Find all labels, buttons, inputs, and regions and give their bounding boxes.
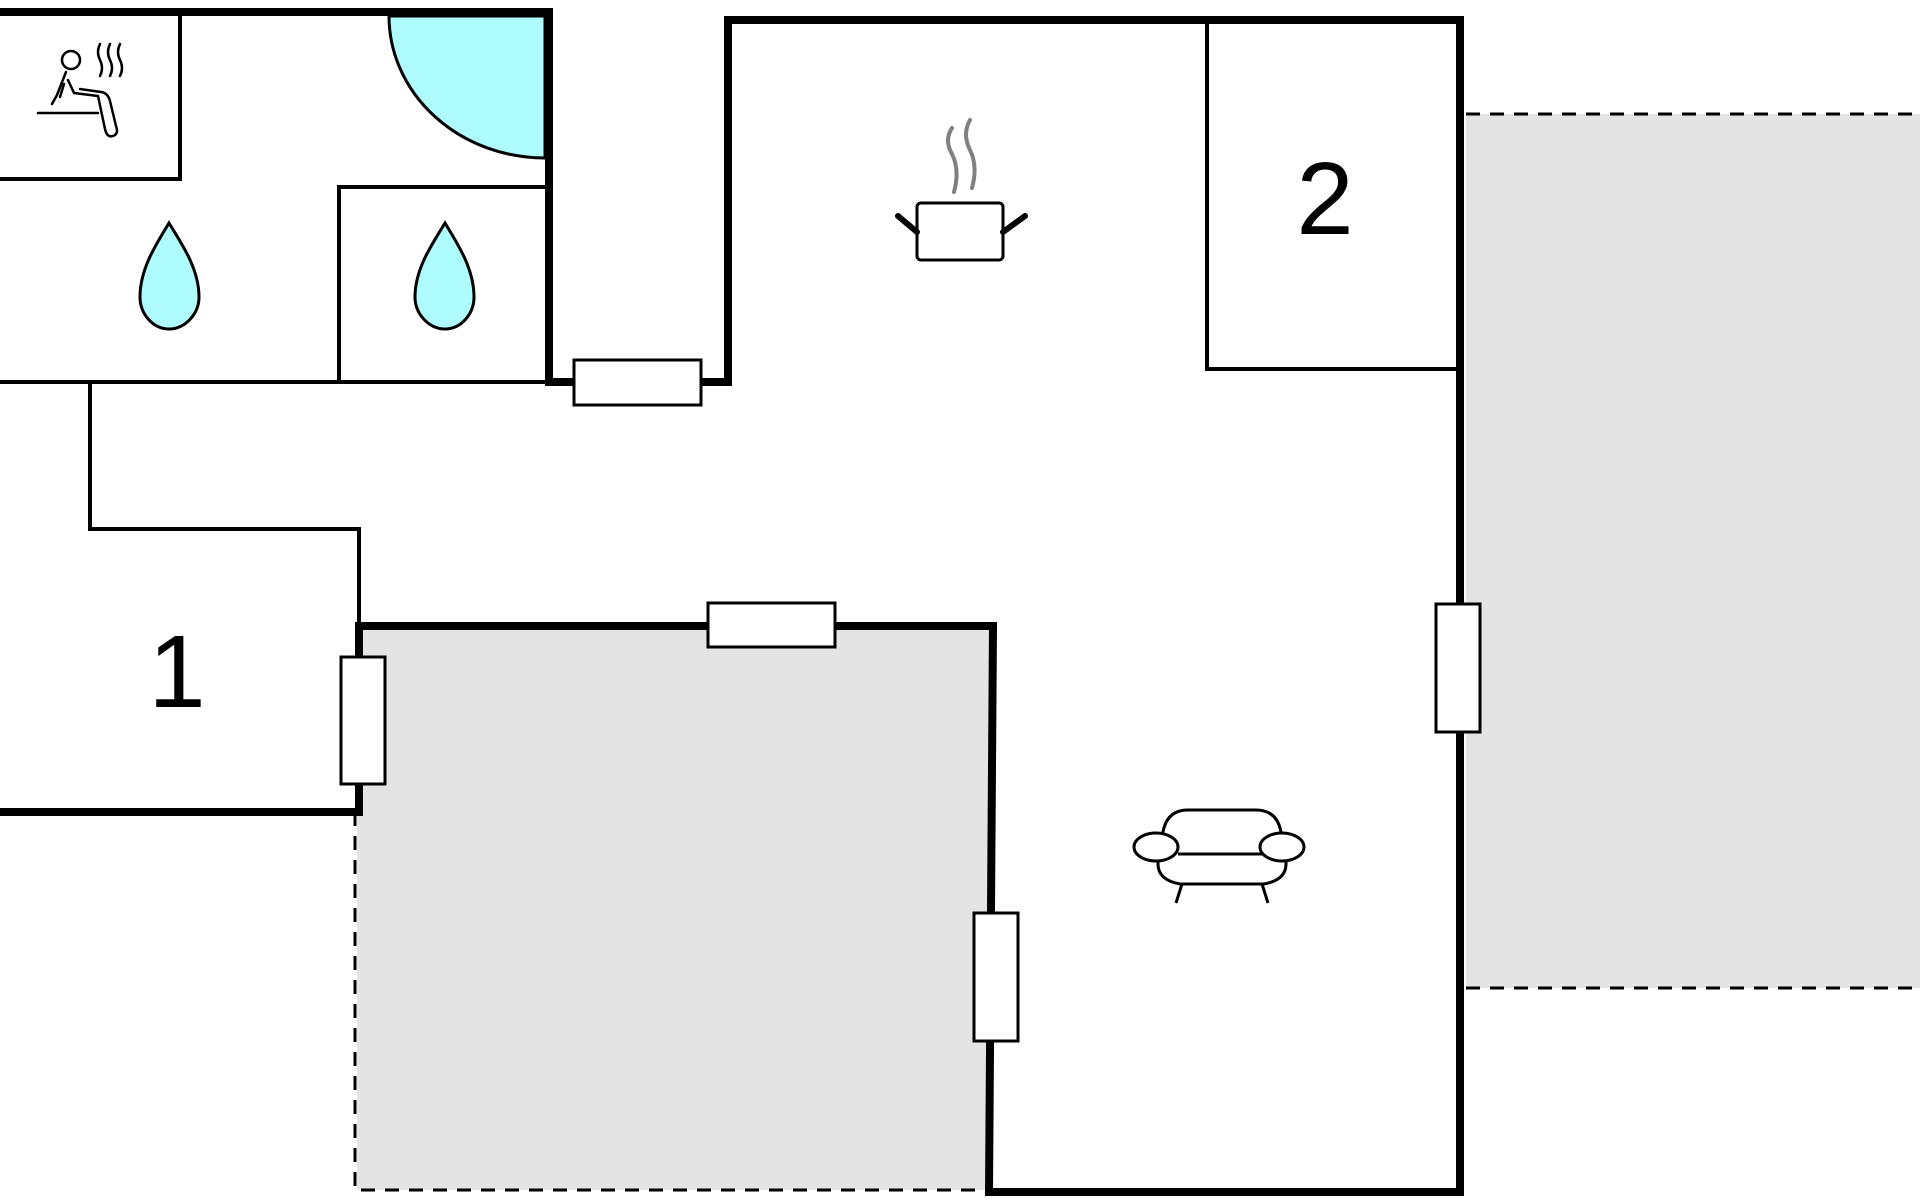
window-right xyxy=(1434,602,1482,734)
terrace-right xyxy=(1466,114,1920,988)
window-bedroom-1 xyxy=(339,655,387,786)
window-hall xyxy=(572,358,703,407)
cooking-pot-icon xyxy=(895,118,1028,262)
shower-area xyxy=(387,14,547,160)
sofa-icon xyxy=(1132,808,1306,904)
terrace-left xyxy=(357,628,991,1190)
water-drop-icon xyxy=(413,220,476,331)
window-living xyxy=(972,911,1020,1043)
water-drop-icon xyxy=(138,220,201,331)
interior-walls xyxy=(0,14,1459,626)
room-number-2: 2 xyxy=(1296,141,1353,256)
terrace-left-border xyxy=(353,812,985,1192)
window-terrace-top xyxy=(706,601,837,649)
sauna-icon xyxy=(36,42,124,138)
windows xyxy=(339,358,1482,1043)
terrace-right-border xyxy=(1466,112,1920,990)
room-number-1: 1 xyxy=(148,614,205,729)
